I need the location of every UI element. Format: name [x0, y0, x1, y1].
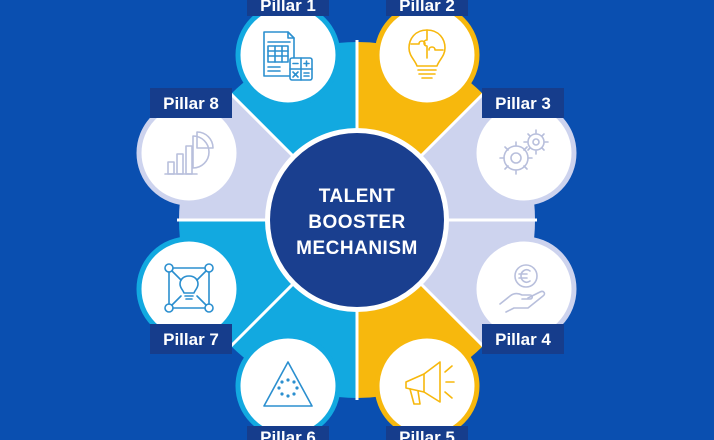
circle-pillar-5 — [374, 333, 480, 439]
label-pillar-7-text: Pillar 7 — [163, 330, 219, 349]
circle-pillar-6 — [235, 333, 341, 439]
center-circle — [270, 133, 444, 307]
label-pillar-3-text: Pillar 3 — [495, 94, 551, 113]
label-pillar-5-text: Pillar 5 — [399, 428, 455, 440]
label-pillar-2-text: Pillar 2 — [399, 0, 455, 15]
center-hub: TALENT BOOSTER MECHANISM — [265, 128, 449, 312]
label-pillar-8-text: Pillar 8 — [163, 94, 219, 113]
label-pillar-5: Pillar 5 — [386, 426, 468, 440]
gears-icon — [499, 129, 549, 175]
pillar-labels: Pillar 1 Pillar 2 Pillar 3 Pillar 4 Pill… — [150, 0, 564, 440]
center-line-2: BOOSTER — [308, 212, 405, 233]
label-pillar-3: Pillar 3 — [482, 88, 564, 118]
eu-stars-triangle-icon — [263, 361, 313, 407]
center-line-3: MECHANISM — [296, 238, 418, 259]
spreadsheet-calculator-icon — [263, 31, 313, 81]
center-line-1: TALENT — [319, 186, 396, 207]
label-pillar-4: Pillar 4 — [482, 324, 564, 354]
label-pillar-6: Pillar 6 — [247, 426, 329, 440]
label-pillar-8: Pillar 8 — [150, 88, 232, 118]
label-pillar-4-text: Pillar 4 — [495, 330, 551, 349]
label-pillar-1-text: Pillar 1 — [260, 0, 316, 15]
network-lightbulb-icon — [164, 263, 214, 313]
label-pillar-7: Pillar 7 — [150, 324, 232, 354]
label-pillar-2: Pillar 2 — [386, 0, 468, 16]
label-pillar-6-text: Pillar 6 — [260, 428, 316, 440]
megaphone-icon — [405, 361, 455, 405]
puzzle-lightbulb-icon — [408, 29, 446, 79]
hand-euro-coin-icon — [499, 264, 546, 313]
bar-pie-chart-icon — [164, 131, 214, 175]
label-pillar-1: Pillar 1 — [247, 0, 329, 16]
